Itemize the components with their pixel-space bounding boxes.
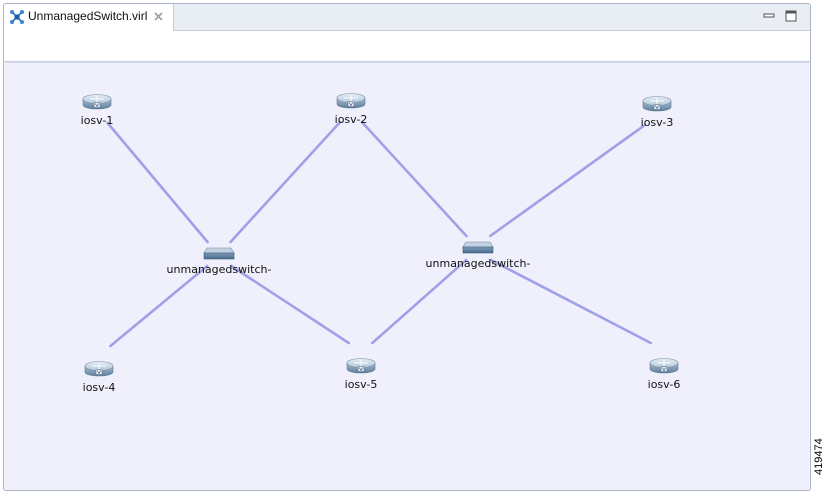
node-label: unmanagedswitch- [426, 257, 531, 270]
tab-title: UnmanagedSwitch.virl [28, 9, 148, 23]
editor-toolbar-area [4, 31, 810, 62]
router-icon [82, 94, 112, 110]
router-icon [346, 358, 376, 374]
link-iosv-6-switch-2[interactable] [489, 258, 653, 345]
link-iosv-5-switch-1[interactable] [230, 264, 351, 345]
router-node[interactable]: iosv-2 [335, 93, 368, 127]
router-icon [649, 358, 679, 374]
router-icon [336, 93, 366, 109]
editor-tab[interactable]: UnmanagedSwitch.virl [4, 4, 174, 31]
link-iosv-2-switch-2[interactable] [360, 120, 468, 238]
nodes-layer: iosv-1 iosv-2 iosv-3 iosv-4 iosv-5 iosv-6 unma… [81, 93, 681, 395]
editor-tab-bar: UnmanagedSwitch.virl [4, 4, 810, 31]
maximize-icon[interactable] [784, 9, 798, 23]
links-layer [106, 120, 653, 348]
router-node[interactable]: iosv-5 [345, 358, 378, 392]
figure-number: 419474 [813, 438, 825, 475]
node-label: iosv-1 [81, 114, 114, 127]
node-label: iosv-3 [641, 116, 674, 129]
minimize-icon[interactable] [762, 9, 776, 23]
router-node[interactable]: iosv-3 [641, 96, 674, 130]
router-node[interactable]: iosv-6 [648, 358, 681, 392]
topology-canvas[interactable]: iosv-1 iosv-2 iosv-3 iosv-4 iosv-5 iosv-6 unma… [5, 62, 809, 490]
router-node[interactable]: iosv-1 [81, 94, 114, 128]
node-label: unmanagedswitch- [167, 263, 272, 276]
router-node[interactable]: iosv-4 [83, 361, 116, 395]
topology-icon [10, 10, 24, 24]
router-icon [84, 361, 114, 377]
link-iosv-2-switch-1[interactable] [229, 120, 342, 244]
switch-icon [203, 247, 235, 260]
node-label: iosv-5 [345, 378, 378, 391]
node-label: iosv-2 [335, 113, 368, 126]
switch-icon [462, 241, 494, 254]
node-label: iosv-6 [648, 378, 681, 391]
link-iosv-4-switch-1[interactable] [109, 264, 209, 348]
link-iosv-5-switch-2[interactable] [370, 258, 468, 345]
link-iosv-1-switch-1[interactable] [106, 121, 209, 244]
router-icon [642, 96, 672, 112]
editor-window: UnmanagedSwitch.virl [3, 3, 811, 491]
close-icon[interactable] [153, 11, 164, 22]
node-label: iosv-4 [83, 381, 116, 394]
topology-diagram[interactable]: iosv-1 iosv-2 iosv-3 iosv-4 iosv-5 iosv-6 unma… [5, 63, 809, 490]
link-iosv-3-switch-2[interactable] [488, 123, 647, 238]
switch-node[interactable]: unmanagedswitch- [167, 247, 272, 276]
switch-node[interactable]: unmanagedswitch- [426, 241, 531, 270]
